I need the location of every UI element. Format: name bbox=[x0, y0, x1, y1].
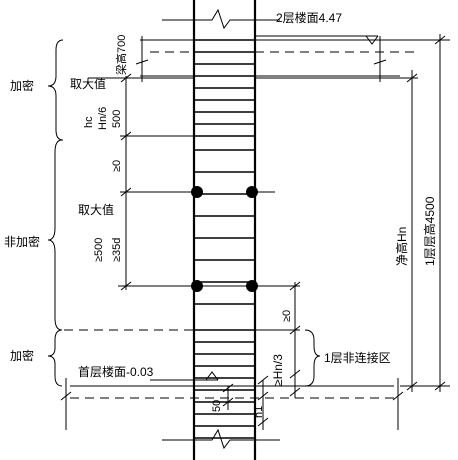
floor2-level bbox=[135, 35, 420, 82]
zone-bracket-middle bbox=[47, 139, 63, 331]
stirrups bbox=[194, 39, 255, 439]
zone-dense-bottom-label: 加密 bbox=[10, 348, 34, 363]
break-mark-bottom bbox=[162, 428, 280, 450]
ge500-label: ≥500 bbox=[93, 238, 105, 262]
hn6-label: Hn/6 bbox=[97, 107, 109, 130]
floor1-level bbox=[60, 371, 404, 430]
take-max-label-1: 取大值 bbox=[70, 76, 106, 91]
zone-nondense-label: 非加密 bbox=[4, 234, 40, 249]
clear-height-dimension bbox=[255, 70, 418, 392]
rebar-dot bbox=[246, 186, 258, 198]
zone-dense-top-label: 加密 bbox=[10, 78, 34, 93]
beam-height-label: 梁高700 bbox=[114, 35, 128, 75]
ge-hn3-label: ≥Hn/3 bbox=[271, 354, 285, 386]
zone-bracket-bottom bbox=[47, 329, 63, 387]
floor1-label: 首层楼面-0.03 bbox=[78, 364, 154, 379]
rebar-dot bbox=[191, 186, 203, 198]
v500a-label: 500 bbox=[111, 110, 123, 128]
take-max-label-2: 取大值 bbox=[78, 202, 114, 217]
rebar-connection-dots bbox=[191, 186, 258, 292]
break-mark-top bbox=[162, 8, 280, 30]
ge0-a-label: ≥0 bbox=[111, 160, 123, 172]
floor-height-label: 1层层高4500 bbox=[422, 196, 437, 266]
v50-label: 50 bbox=[211, 400, 223, 412]
h1-label: h1 bbox=[253, 406, 265, 418]
floor2-label: 2层楼面4.47 bbox=[276, 10, 342, 25]
ge0-b-label: ≥0 bbox=[281, 310, 293, 322]
zone-bracket-top bbox=[47, 39, 64, 141]
non-connect-label: 1层非连接区 bbox=[324, 350, 391, 365]
dimension-lines bbox=[88, 73, 301, 430]
floor-height-dimension bbox=[400, 34, 450, 392]
hc-label: hc bbox=[83, 116, 95, 128]
clear-height-label: 净高Hn bbox=[394, 227, 409, 266]
ge35d-label: ≥35d bbox=[111, 238, 123, 262]
non-connect-bracket bbox=[304, 329, 321, 387]
